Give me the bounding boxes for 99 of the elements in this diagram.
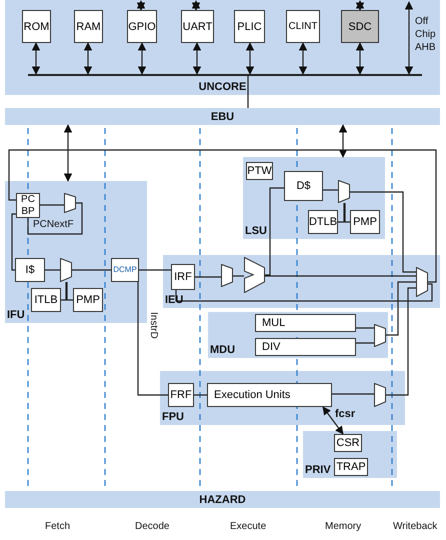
module-box: DTLB: [308, 210, 338, 234]
module-box: IRF: [171, 264, 195, 290]
wire: [137, 282, 168, 396]
module-box: CSR: [334, 434, 362, 452]
stage-label: Fetch: [45, 521, 70, 532]
wire: [332, 393, 374, 395]
wire: [66, 282, 73, 301]
signal-label: InstrD: [148, 312, 159, 339]
module-box: SDC: [341, 10, 379, 43]
wire: [8, 149, 437, 283]
arrow: [356, 42, 364, 75]
wire: [265, 187, 284, 276]
stage-label: Decode: [135, 521, 170, 532]
wire: [344, 203, 350, 223]
module-box: ROM: [22, 10, 51, 43]
module-box: Execution Units: [207, 383, 332, 407]
signal-label: fcsr: [335, 408, 356, 420]
arrow: [192, 0, 200, 11]
unit-label: HAZARD: [199, 494, 246, 506]
unit-band: [208, 312, 388, 358]
uncore-band: [5, 0, 440, 95]
mux-symbol: [374, 324, 386, 347]
alu-symbol: [244, 257, 265, 293]
unit-label: FPU: [162, 411, 184, 423]
module-box: ITLB: [31, 288, 61, 312]
wire: [175, 283, 433, 302]
wire: [72, 269, 111, 271]
wire: [45, 269, 60, 271]
unit-band: [5, 181, 147, 323]
wire: [40, 204, 64, 206]
module-box: PLIC: [234, 10, 265, 43]
arrow: [84, 42, 92, 75]
module-box: TRAP: [334, 458, 368, 476]
unit-label: LSU: [245, 225, 267, 237]
unit-band: [163, 255, 440, 308]
module-box: FRF: [168, 383, 194, 407]
module-box: GPIO: [127, 10, 157, 43]
unit-band: [160, 371, 405, 425]
module-box: MUL: [255, 314, 356, 332]
mux-symbol: [374, 383, 386, 407]
wire: [139, 269, 171, 271]
wire: [386, 287, 416, 396]
wire: [323, 189, 338, 191]
module-box: DCMP: [111, 258, 139, 282]
arrow: [404, 1, 414, 75]
unit-band: [243, 157, 385, 239]
mux-symbol: [416, 267, 428, 297]
mux-symbol: [64, 193, 76, 213]
arrow: [356, 0, 364, 11]
module-box: D$: [284, 171, 323, 201]
wire: [265, 275, 416, 277]
module-box: DIV: [255, 338, 356, 356]
arrow: [298, 42, 308, 75]
unit-label: UNCORE: [198, 81, 246, 93]
arrow: [246, 42, 254, 75]
wire: [350, 191, 416, 273]
arrow: [138, 42, 146, 75]
unit-label: EBU: [210, 111, 234, 123]
wire: [233, 275, 244, 277]
bus-line: [28, 74, 422, 76]
module-box: UART: [181, 10, 214, 43]
module-box: CLINT: [286, 10, 320, 43]
wire: [194, 394, 207, 396]
wire: [27, 202, 83, 235]
wire: [338, 203, 345, 223]
unit-label: IFU: [7, 309, 25, 321]
wire: [356, 342, 374, 344]
wire: [247, 76, 249, 108]
module-box: I$: [15, 258, 45, 282]
wire: [195, 276, 221, 278]
ebu-band: [5, 108, 440, 125]
wire: [386, 281, 416, 336]
arrow: [136, 0, 146, 11]
bus-label: Off Chip AHB: [415, 15, 437, 54]
unit-label: PRIV: [305, 464, 331, 476]
arrow: [338, 124, 348, 158]
stage-label: Execute: [230, 521, 266, 532]
module-box: PC BP: [16, 193, 40, 218]
mux-symbol: [60, 258, 72, 282]
signal-label: PCNextF: [33, 219, 74, 230]
module-box: PMP: [73, 288, 103, 312]
mux-symbol: [221, 264, 233, 287]
stage-label: Writeback: [393, 521, 438, 532]
unit-label: IEU: [165, 294, 184, 306]
arrow: [64, 124, 72, 182]
hazard-band: [5, 491, 440, 508]
arrow: [192, 42, 202, 75]
mux-symbol: [338, 180, 350, 203]
module-box: RAM: [74, 10, 103, 43]
wire: [61, 282, 67, 301]
wire: [11, 213, 16, 271]
wire: [356, 327, 374, 329]
arrow: [322, 406, 344, 435]
arrow: [32, 42, 40, 75]
module-box: PMP: [350, 210, 380, 234]
module-box: PTW: [246, 162, 273, 180]
stage-label: Memory: [325, 521, 362, 532]
unit-label: MDU: [210, 344, 236, 356]
unit-band: [303, 431, 397, 478]
